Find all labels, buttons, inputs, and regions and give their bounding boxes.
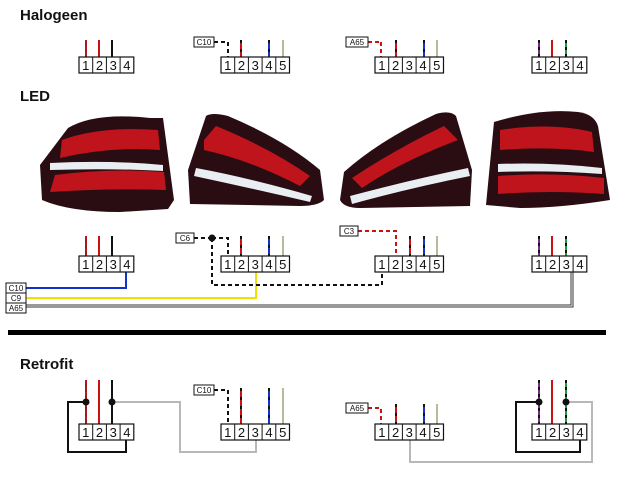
- svg-text:A65: A65: [350, 38, 365, 47]
- pin-h3-3: 3: [406, 58, 413, 73]
- tag-r-a65: A65: [345, 402, 369, 414]
- pin-l1-4: 4: [123, 257, 130, 272]
- led-wiring: [26, 230, 574, 308]
- tag-l-c9: C9: [5, 292, 27, 304]
- pin-h4-1: 1: [535, 58, 542, 73]
- svg-text:C6: C6: [180, 234, 191, 243]
- pin-h2-1: 1: [224, 58, 231, 73]
- pin-r1-4: 4: [123, 425, 130, 440]
- pin-h2-5: 5: [279, 58, 286, 73]
- pin-r2-1: 1: [224, 425, 231, 440]
- pin-r3-4: 4: [419, 425, 426, 440]
- pin-l2-5: 5: [279, 257, 286, 272]
- pin-l1-1: 1: [82, 257, 89, 272]
- pin-l1-3: 3: [110, 257, 117, 272]
- pin-h3-5: 5: [433, 58, 440, 73]
- pin-l2-2: 2: [238, 257, 245, 272]
- pin-l2-4: 4: [265, 257, 272, 272]
- tag-r-c10: C10: [193, 384, 215, 396]
- svg-text:A65: A65: [350, 404, 365, 413]
- pin-r3-1: 1: [378, 425, 385, 440]
- pin-l4-1: 1: [535, 257, 542, 272]
- pin-h2-3: 3: [252, 58, 259, 73]
- pin-r2-3: 3: [252, 425, 259, 440]
- svg-text:A65: A65: [9, 304, 24, 313]
- section-title-led: LED: [20, 88, 50, 105]
- tag-l-c10: C10: [5, 282, 27, 294]
- pin-l3-4: 4: [419, 257, 426, 272]
- pin-h1-3: 3: [110, 58, 117, 73]
- pin-l3-5: 5: [433, 257, 440, 272]
- svg-text:C3: C3: [344, 227, 355, 236]
- led-tail-lamp-3: [340, 112, 472, 208]
- pin-r3-2: 2: [392, 425, 399, 440]
- pin-r3-5: 5: [433, 425, 440, 440]
- pin-r4-2: 2: [549, 425, 556, 440]
- tag-l-a65: A65: [5, 302, 27, 314]
- pin-l2-3: 3: [252, 257, 259, 272]
- pin-r1-2: 2: [96, 425, 103, 440]
- led-tail-lamp-2: [188, 114, 324, 206]
- tag-h-a65: A65: [345, 36, 369, 48]
- pin-r2-5: 5: [279, 425, 286, 440]
- section-title-retrofit: Retrofit: [20, 356, 73, 373]
- pin-r4-1: 1: [535, 425, 542, 440]
- pin-h3-4: 4: [419, 58, 426, 73]
- halogeen-wiring: [85, 40, 567, 57]
- pin-l3-1: 1: [378, 257, 385, 272]
- tag-h-c10: C10: [193, 36, 215, 48]
- pin-h2-4: 4: [265, 58, 272, 73]
- led-tail-lamp-1: [40, 116, 174, 212]
- pin-h1-4: 4: [123, 58, 130, 73]
- section-title-halogeen: Halogeen: [20, 7, 88, 24]
- pin-r3-3: 3: [406, 425, 413, 440]
- pin-r1-3: 3: [110, 425, 117, 440]
- pin-l4-3: 3: [563, 257, 570, 272]
- pin-h4-3: 3: [563, 58, 570, 73]
- pin-h3-1: 1: [378, 58, 385, 73]
- pin-r2-4: 4: [265, 425, 272, 440]
- pin-l3-2: 2: [392, 257, 399, 272]
- pin-l4-4: 4: [576, 257, 583, 272]
- pin-h4-2: 2: [549, 58, 556, 73]
- pin-h1-1: 1: [82, 58, 89, 73]
- led-tail-lamp-4: [486, 111, 610, 208]
- svg-text:C9: C9: [11, 294, 22, 303]
- svg-text:C10: C10: [9, 284, 24, 293]
- pin-r1-1: 1: [82, 425, 89, 440]
- pin-r4-3: 3: [563, 425, 570, 440]
- pin-h1-2: 2: [96, 58, 103, 73]
- svg-text:C10: C10: [197, 38, 212, 47]
- retrofit-wiring: [67, 380, 593, 463]
- svg-text:C10: C10: [197, 386, 212, 395]
- pin-h4-4: 4: [576, 58, 583, 73]
- pin-l4-2: 2: [549, 257, 556, 272]
- tag-l-c3: C3: [339, 225, 359, 237]
- pin-h2-2: 2: [238, 58, 245, 73]
- pin-h3-2: 2: [392, 58, 399, 73]
- pin-l3-3: 3: [406, 257, 413, 272]
- pin-r2-2: 2: [238, 425, 245, 440]
- pin-l1-2: 2: [96, 257, 103, 272]
- tag-l-c6: C6: [175, 232, 195, 244]
- pin-r4-4: 4: [576, 425, 583, 440]
- pin-l2-1: 1: [224, 257, 231, 272]
- section-divider: [8, 330, 606, 335]
